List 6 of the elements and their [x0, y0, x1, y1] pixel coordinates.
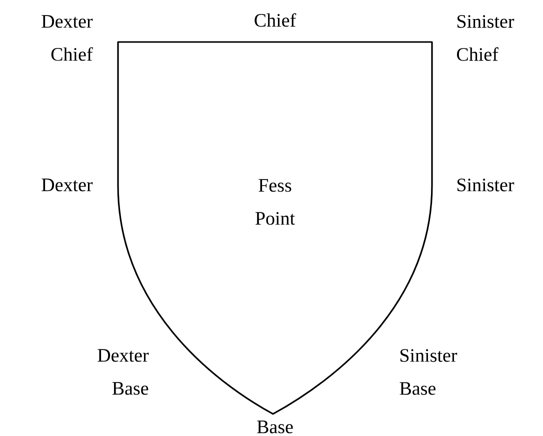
point-label: Dexter Base [98, 349, 149, 395]
point-label: Dexter Chief [42, 15, 93, 61]
point-label: Sinister Chief [456, 15, 514, 61]
point-label: Sinister Base [400, 349, 458, 395]
point-label: Sinister [457, 178, 514, 192]
point-label: Dexter [42, 178, 93, 192]
